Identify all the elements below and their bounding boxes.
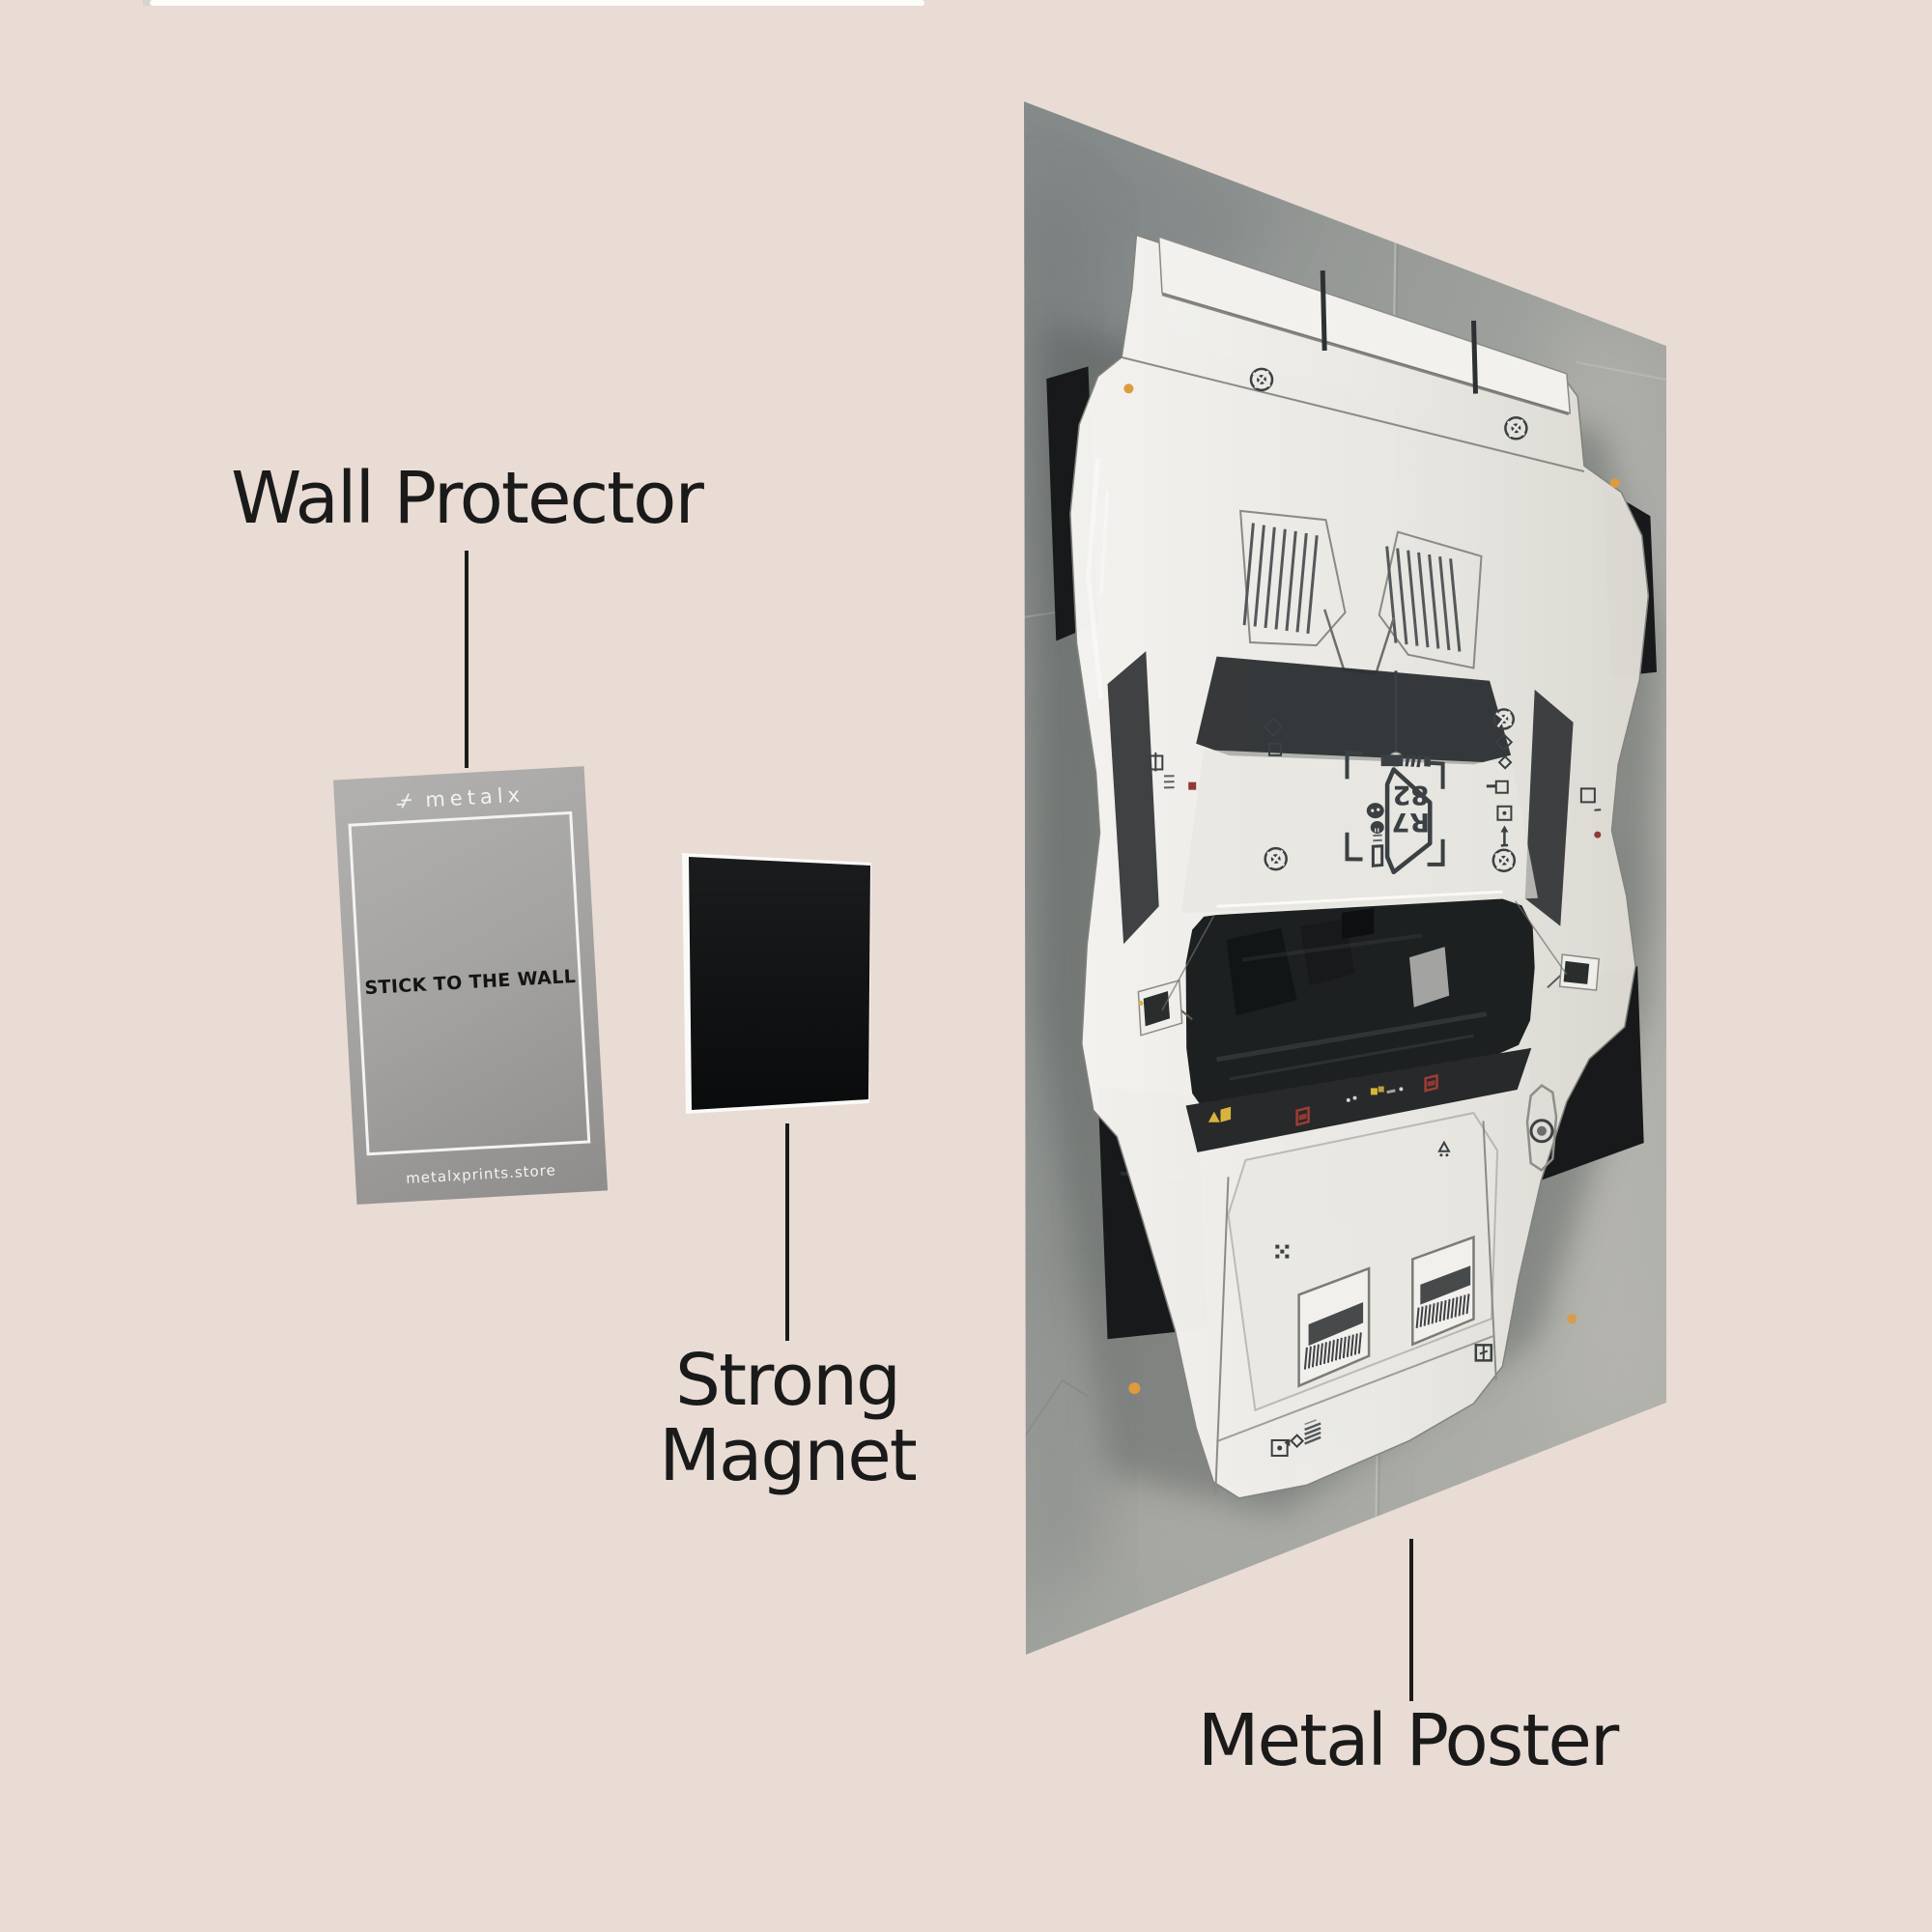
svg-text:R7: R7: [1392, 807, 1431, 837]
svg-text:82: 82: [1393, 780, 1430, 810]
fan-decal-icon: [1264, 846, 1288, 871]
metalx-logo: metalx: [334, 780, 586, 816]
metal-poster-label: Metal Poster: [1197, 1699, 1620, 1782]
fan-decal-icon: [1249, 367, 1274, 392]
fan-decal-icon: [1492, 848, 1517, 872]
pointer-line-strong-magnet: [785, 1123, 789, 1341]
wall-protector-card: metalx STICK TO THE WALL metalxprints.st…: [332, 766, 609, 1205]
wall-protector-label: Wall Protector: [231, 457, 704, 540]
top-strip: [143, 0, 924, 6]
magnet-graphic: [682, 853, 871, 1114]
fan-decal-icon: [1504, 416, 1528, 440]
website-url: metalxprints.store: [405, 1161, 557, 1188]
fan-decal-icon: [1492, 708, 1516, 730]
strong-magnet-label: Strong Magnet: [659, 1343, 918, 1498]
strong-magnet-line2: Magnet: [659, 1414, 918, 1498]
strong-magnet-line1: Strong: [675, 1339, 901, 1422]
pointer-line-wall-protector: [465, 551, 469, 768]
logo-mark-icon: [396, 793, 412, 809]
brand-name: metalx: [424, 782, 526, 812]
skull-decal-icon: [1366, 803, 1384, 834]
pointer-line-metal-poster: [1409, 1539, 1413, 1701]
